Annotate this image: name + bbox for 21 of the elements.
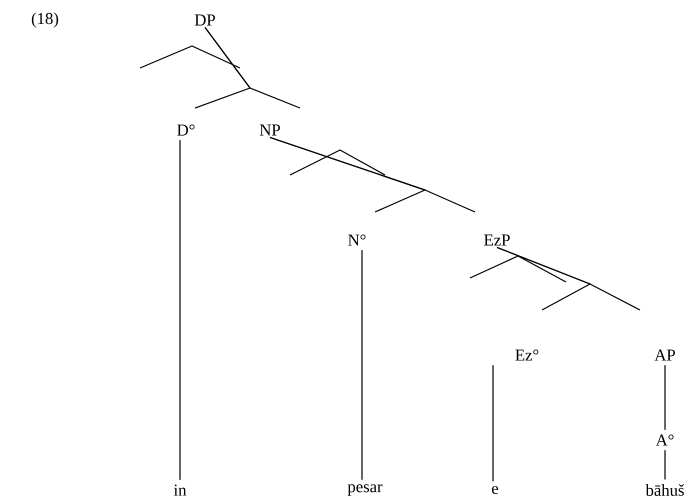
tree-branch [496, 246, 640, 311]
word: in [174, 484, 186, 496]
tree-branch [204, 27, 300, 109]
category-label: AP [654, 350, 675, 360]
tree-branch [361, 250, 363, 480]
word: pesar [348, 484, 382, 496]
category-label: D° [177, 124, 195, 136]
tree-branch [270, 136, 476, 213]
category-label: N° [348, 234, 366, 246]
word: bāhuš [646, 484, 684, 496]
word: e [492, 486, 498, 494]
tree-branch [179, 140, 181, 480]
category-label: EzP [484, 234, 510, 246]
tree-branch [664, 365, 666, 430]
example-number: (18) [32, 12, 58, 28]
tree-branch [492, 365, 494, 482]
tree-branch [664, 450, 666, 480]
category-label: DP [194, 14, 215, 26]
category-label: A° [656, 434, 674, 446]
category-label: NP [260, 124, 280, 136]
category-label: Ez° [515, 349, 538, 361]
